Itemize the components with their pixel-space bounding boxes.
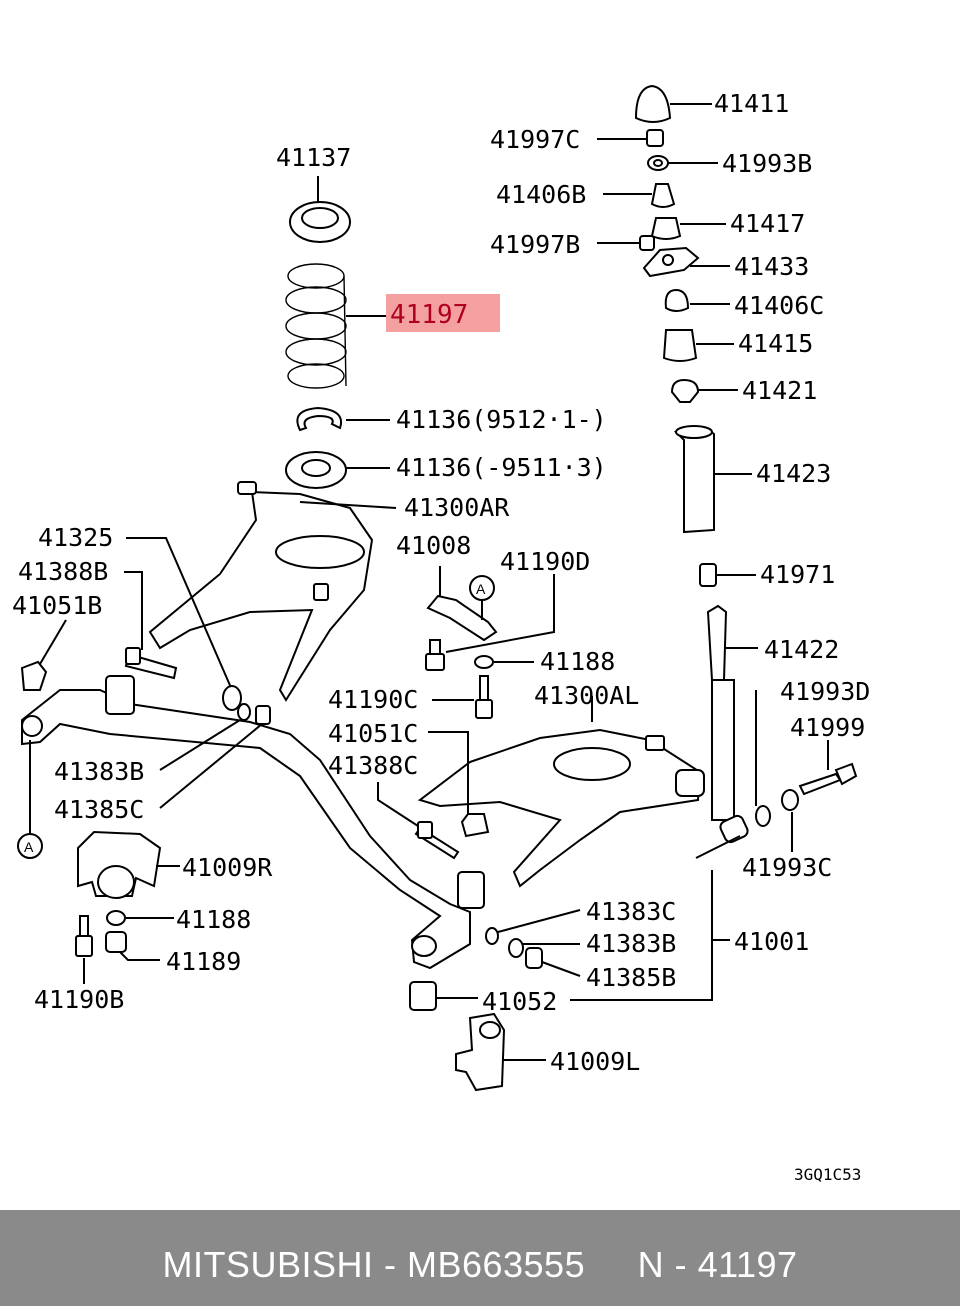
part-41383C-washer xyxy=(485,927,499,945)
label-41993D: 41993D xyxy=(780,677,870,706)
label-41008: 41008 xyxy=(396,531,471,560)
part-41188-nut-left xyxy=(106,910,126,926)
label-41051C: 41051C xyxy=(328,719,418,748)
part-41383B-washer-right xyxy=(508,938,524,958)
part-41051B-bushing xyxy=(20,660,48,691)
marker-a-top: A xyxy=(469,575,495,601)
part-41189-nut xyxy=(105,931,127,953)
label-41137: 41137 xyxy=(276,143,351,172)
label-41197: 41197 xyxy=(390,300,468,330)
marker-a-left: A xyxy=(17,833,43,859)
svg-text:A: A xyxy=(476,581,486,597)
part-41421-stopper xyxy=(670,378,700,403)
label-41971: 41971 xyxy=(760,560,835,589)
label-41383C: 41383C xyxy=(586,897,676,926)
part-41008-bracket xyxy=(426,594,498,642)
label-41190B: 41190B xyxy=(34,985,124,1014)
label-41325: 41325 xyxy=(38,523,113,552)
diagram-code: 3GQ1C53 xyxy=(794,1165,861,1184)
footer-bar: MITSUBISHI - MB663555 N - 41197 xyxy=(0,1210,960,1306)
label-41422: 41422 xyxy=(764,635,839,664)
part-41051C-bushing xyxy=(460,813,490,838)
part-41052-bushing xyxy=(409,981,437,1011)
label-41993B: 41993B xyxy=(722,149,812,178)
part-41383B-washer-left xyxy=(237,703,251,721)
label-41136-a: 41136(9512·1-) xyxy=(396,405,607,434)
label-41188-left: 41188 xyxy=(176,905,251,934)
part-41009L-mount xyxy=(455,1012,506,1092)
label-41001: 41001 xyxy=(734,927,809,956)
part-41423-dust-cover xyxy=(673,425,715,534)
part-41190D-bolt xyxy=(425,639,445,671)
label-41388C: 41388C xyxy=(328,751,418,780)
label-41190D: 41190D xyxy=(500,547,590,576)
label-41009R: 41009R xyxy=(182,853,273,882)
part-41385C-bushing-left xyxy=(255,705,271,725)
part-41411-cap xyxy=(634,84,672,123)
label-41136-b: 41136(-9511·3) xyxy=(396,453,607,482)
label-41383B-right: 41383B xyxy=(586,929,676,958)
part-41406B-bushing xyxy=(650,183,676,208)
label-41300AL: 41300AL xyxy=(534,681,639,710)
part-41999-bolt xyxy=(798,762,858,796)
label-41423: 41423 xyxy=(756,459,831,488)
part-41325-washer xyxy=(222,685,242,711)
part-41415-bumper xyxy=(662,329,698,362)
part-41971-collar xyxy=(699,563,717,587)
label-41406C: 41406C xyxy=(734,291,824,320)
part-41993D-washer xyxy=(755,805,771,827)
part-41190C-bolt xyxy=(475,675,493,719)
label-41406B: 41406B xyxy=(496,180,586,209)
part-41417-bushing xyxy=(650,217,682,240)
parts-diagram: A A 41411 41997C 41993B 41406B 41417 419… xyxy=(12,84,870,1184)
label-41052: 41052 xyxy=(482,987,557,1016)
svg-text:A: A xyxy=(24,839,34,855)
label-41415: 41415 xyxy=(738,329,813,358)
label-41051B: 41051B xyxy=(12,591,102,620)
label-41997B: 41997B xyxy=(490,230,580,259)
part-41009R-mount xyxy=(77,830,162,899)
part-41433-bracket xyxy=(642,246,700,278)
part-41406C-bushing xyxy=(664,288,690,312)
footer-title: MITSUBISHI - MB663555 N - 41197 xyxy=(162,1244,798,1285)
part-41422-shock-absorber xyxy=(706,604,749,844)
highlight-box xyxy=(386,294,500,332)
part-41993C-washer xyxy=(781,789,799,811)
label-41385B: 41385B xyxy=(586,963,676,992)
label-41421: 41421 xyxy=(742,376,817,405)
part-41137-upper-seat xyxy=(289,201,351,243)
label-41997C: 41997C xyxy=(490,125,580,154)
label-41188-center: 41188 xyxy=(540,647,615,676)
label-41300AR: 41300AR xyxy=(404,493,510,522)
label-41009L: 41009L xyxy=(550,1047,640,1076)
part-41300AL-trailing-arm xyxy=(417,728,705,888)
part-41385B-bushing xyxy=(525,947,543,969)
label-41189: 41189 xyxy=(166,947,241,976)
label-41383B-left: 41383B xyxy=(54,757,144,786)
label-41993C: 41993C xyxy=(742,853,832,882)
part-41136-lower-seat-a xyxy=(296,406,342,432)
part-41388B-bolt xyxy=(124,647,178,680)
label-41417: 41417 xyxy=(730,209,805,238)
part-41136-lower-seat-b xyxy=(285,451,347,489)
part-41997B-nut xyxy=(639,235,655,251)
label-41999: 41999 xyxy=(790,713,865,742)
label-41388B: 41388B xyxy=(18,557,108,586)
part-41300AR-trailing-arm xyxy=(148,481,374,702)
part-41997C-nut xyxy=(646,129,664,147)
label-41433: 41433 xyxy=(734,252,809,281)
label-41385C: 41385C xyxy=(54,795,144,824)
part-41388C-bolt xyxy=(414,821,460,860)
part-41001-crossmember xyxy=(21,675,485,970)
label-41190C: 41190C xyxy=(328,685,418,714)
label-41411: 41411 xyxy=(714,89,789,118)
part-41190B-bolt xyxy=(75,915,93,957)
part-41993B-washer xyxy=(647,155,669,171)
part-41197-coil-spring xyxy=(285,263,347,389)
part-41188-nut-center xyxy=(474,655,494,669)
